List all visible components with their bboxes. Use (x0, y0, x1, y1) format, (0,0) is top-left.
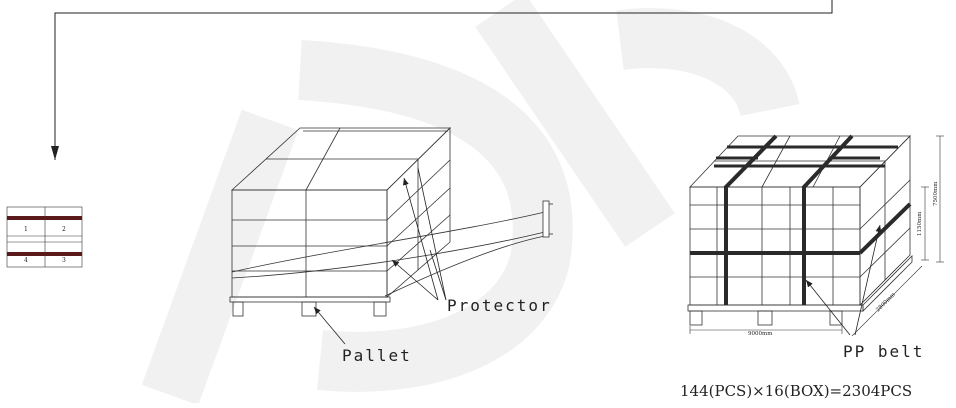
pallet-label: Pallet (342, 346, 412, 365)
pallet-with-protector (229, 127, 553, 317)
down-arrow-icon (51, 146, 59, 160)
cell-3: 3 (62, 257, 66, 264)
layer-diagram: 1 2 4 3 (6, 206, 83, 268)
length-dimension: 9000mm (748, 331, 773, 337)
pp-belt-label: PP belt (843, 342, 924, 361)
dimension-lines (689, 135, 944, 337)
pp-belts (690, 134, 912, 305)
watermark (141, 0, 800, 406)
leader-lines-pp-belt (805, 224, 882, 336)
inner-height-dimension: 1150mm (917, 211, 923, 236)
total-height-dimension: 7500mm (933, 181, 939, 206)
flow-connector (51, 0, 833, 160)
width-dimension: 2800mm (875, 291, 897, 313)
protector-label: Protector (447, 296, 552, 315)
cell-2: 2 (62, 226, 66, 233)
leader-lines-protector (313, 167, 447, 345)
cell-1: 1 (24, 226, 28, 233)
quantity-formula: 144(PCS)×16(BOX)=2304PCS (680, 382, 912, 400)
cell-4: 4 (24, 257, 28, 264)
